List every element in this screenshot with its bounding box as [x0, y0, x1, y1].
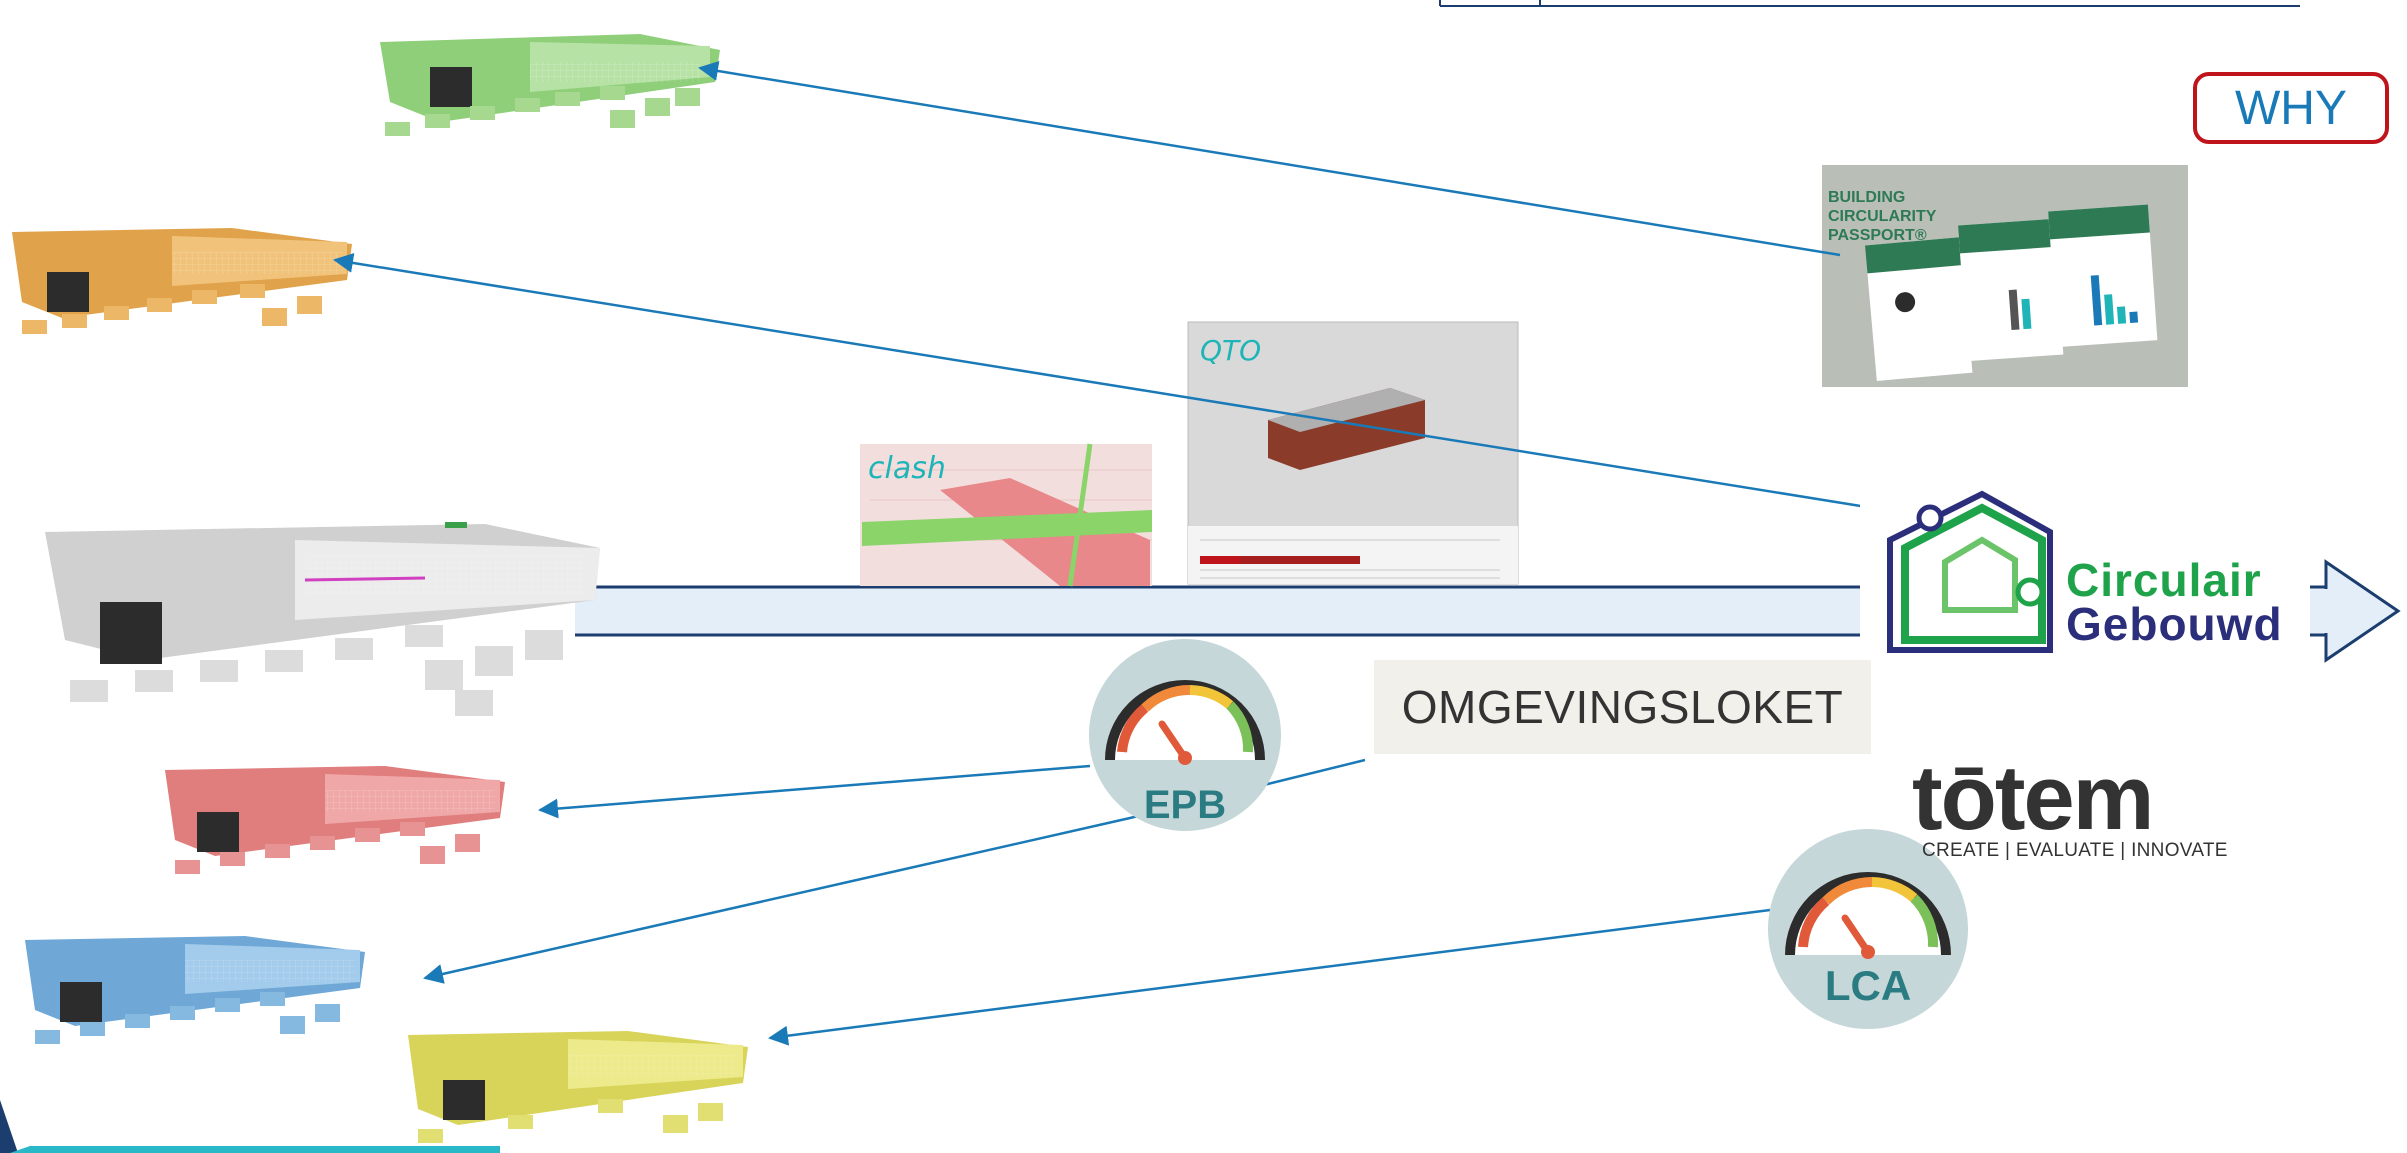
arrow-right-icon: [2300, 559, 2401, 663]
arrow-omgevingsloket-to-blue: [423, 758, 1366, 984]
clash-thumbnail: clash: [860, 443, 1152, 587]
why-label: WHY: [2235, 81, 2347, 135]
epb-label: EPB: [1144, 783, 1226, 827]
omgevingsloket-label: OMGEVINGSLOKET: [1401, 681, 1844, 733]
qto-thumbnail: QTO: [1187, 321, 1519, 585]
omgevingsloket-box: OMGEVINGSLOKET: [1374, 660, 1871, 754]
totem-tagline: CREATE | EVALUATE | INNOVATE: [1922, 840, 2228, 861]
building-model-yellow: [408, 1031, 748, 1143]
totem-logo: tōtem: [1912, 747, 2154, 849]
arrow-circulair-to-orange: [333, 252, 1936, 520]
circulair-line1: Circulair: [2066, 554, 2262, 606]
circularity-passport-image: [1822, 165, 2188, 387]
building-model-orange: [12, 228, 352, 334]
gauge-icon: [1105, 680, 1265, 765]
circulair-gebouwd-logo: [1860, 480, 2310, 660]
building-model-green: [380, 34, 720, 136]
house-icon: [1887, 490, 2053, 653]
gebouwd-line2: Gebouwd: [2066, 598, 2283, 650]
why-box: WHY: [2193, 72, 2389, 144]
corner-accent: [0, 1100, 500, 1153]
arrow-lca-to-yellow: [768, 908, 1771, 1046]
arrow-epb-to-red: [538, 764, 1091, 819]
building-model-grey: [45, 522, 600, 716]
building-model-blue: [25, 936, 365, 1044]
connector-arrows: [333, 61, 1936, 1046]
gauge-icon: [1785, 872, 1951, 959]
lca-label: LCA: [1825, 962, 1911, 1009]
partial-table: [1439, 0, 2300, 7]
epb-gauge: EPB: [1089, 639, 1281, 831]
building-model-red: [165, 766, 505, 874]
qto-label: QTO: [1200, 334, 1261, 367]
passport-title: BUILDING CIRCULARITY PASSPORT®: [1828, 189, 1937, 245]
lca-gauge: LCA: [1768, 829, 1968, 1029]
clash-label: clash: [868, 451, 946, 486]
arrow-passport-to-green: [698, 61, 1841, 257]
